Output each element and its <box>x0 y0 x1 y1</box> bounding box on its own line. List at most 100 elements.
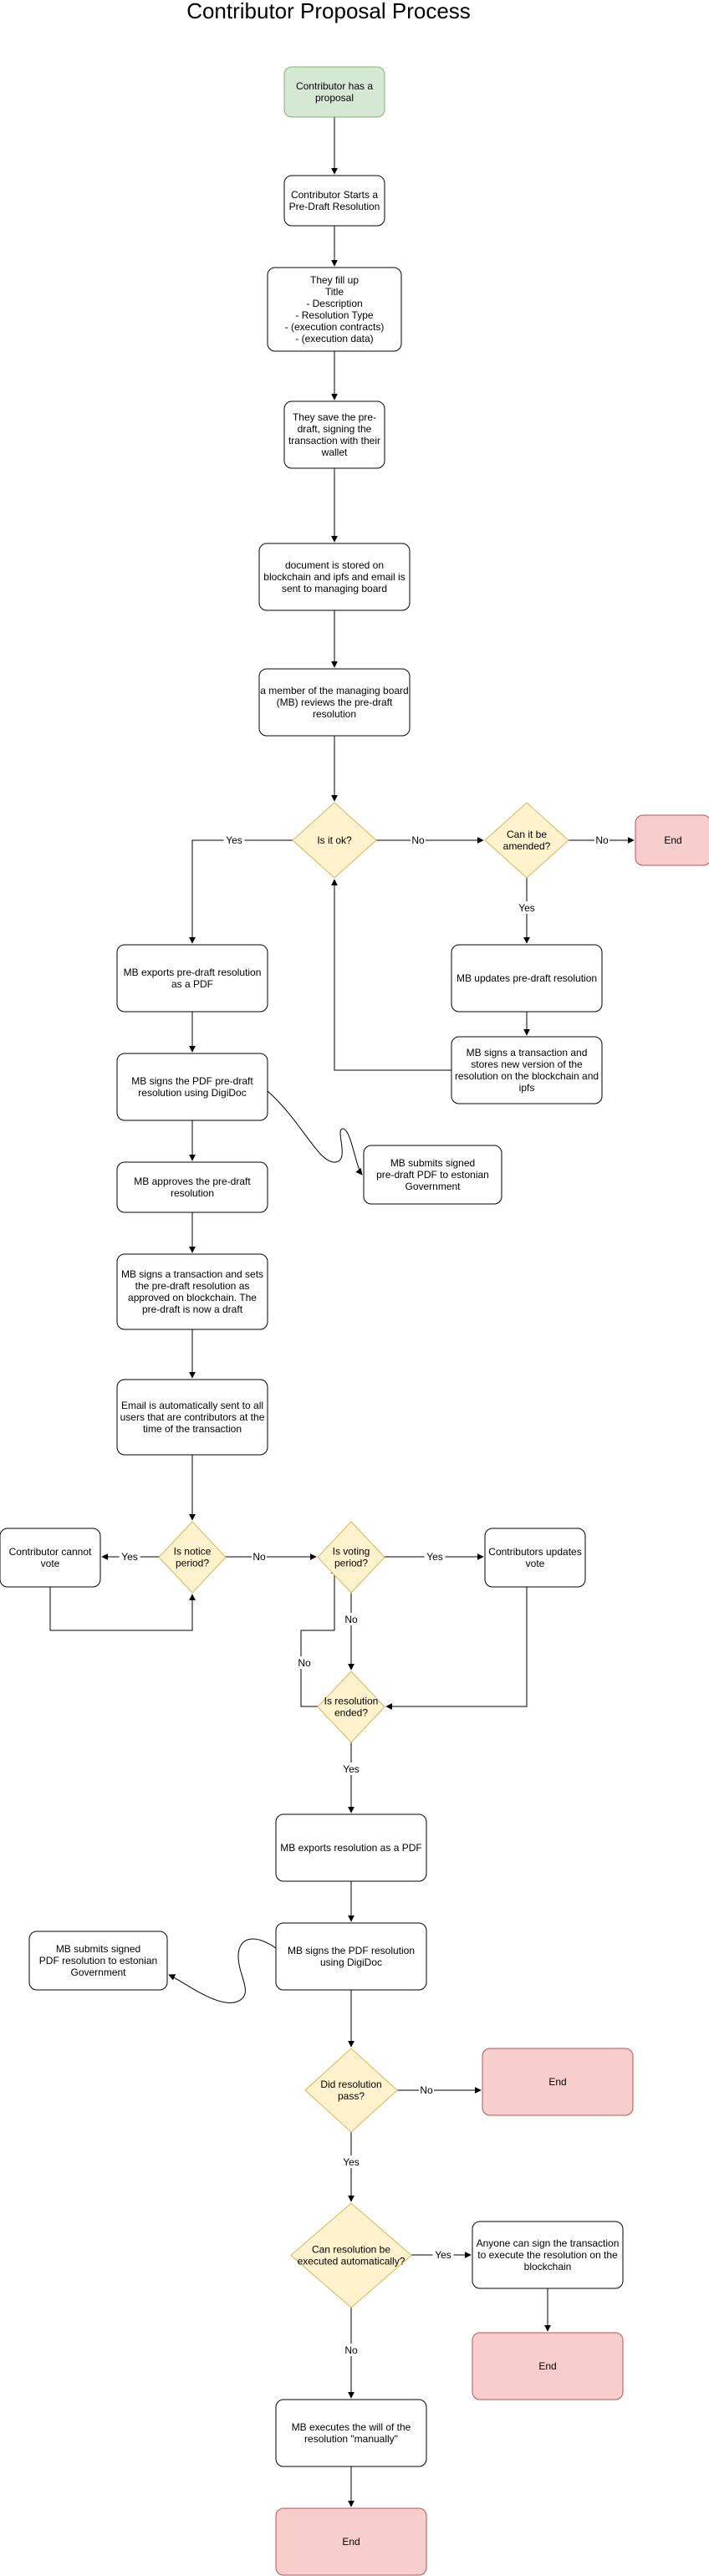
node-text: Is notice <box>174 1546 212 1558</box>
node-text: Contributor cannot <box>9 1546 92 1558</box>
edge-label-bg <box>297 1656 312 1669</box>
node-updates-pre-draft: MB updates pre-draft resolution <box>451 944 603 1013</box>
node-text: End <box>548 2076 566 2088</box>
edge-label-bg <box>432 2248 454 2261</box>
node-box <box>258 543 411 611</box>
node-box <box>258 668 411 737</box>
edge-label-ended-no: No <box>298 1657 311 1669</box>
node-text: resolution <box>313 708 356 720</box>
decision-diamond <box>158 1521 227 1594</box>
edge-label-can-amend-no: No <box>595 834 609 846</box>
edge-cannotvote-to-notice <box>49 1587 196 1631</box>
node-text: resolution using DigiDoc <box>138 1087 246 1099</box>
edge-label-notice-no: No <box>252 1551 266 1563</box>
node-text: Pre-Draft Resolution <box>289 201 380 212</box>
node-end-3: End <box>472 2332 624 2400</box>
node-text: MB updates pre-draft resolution <box>457 972 597 984</box>
node-box <box>472 2332 624 2400</box>
node-text: - (execution contracts) <box>285 321 385 333</box>
node-text: Is voting <box>333 1546 370 1558</box>
node-box <box>275 2399 427 2467</box>
node-text: resolution "manually" <box>304 2433 398 2445</box>
node-text: End <box>664 834 681 846</box>
edge-label-bg <box>252 1550 267 1563</box>
edge-signres-to-submitres <box>168 1938 277 2004</box>
node-text: MB exports resolution as a PDF <box>280 1842 421 1854</box>
node-text: sent to managing board <box>282 583 387 594</box>
node-text: - Description <box>306 298 362 309</box>
edge-label-bg <box>223 834 245 846</box>
node-end-1: End <box>635 814 709 866</box>
node-review: a member of the managing board(MB) revie… <box>258 668 411 737</box>
edge-label-bg <box>119 1550 140 1563</box>
node-text: users that are contributors at the <box>120 1411 265 1423</box>
node-text: MB signs the PDF pre-draft <box>131 1075 253 1087</box>
node-text: blockchain <box>524 2261 572 2272</box>
node-text: the pre-draft resolution as <box>135 1280 250 1292</box>
node-text: Contributors updates <box>488 1546 581 1558</box>
edge-label-voting-yes: Yes <box>426 1551 443 1563</box>
node-box <box>267 267 402 352</box>
node-text: Contributor has a <box>296 80 373 92</box>
node-text: MB exports pre-draft resolution <box>124 967 262 978</box>
node-text: blockchain and ipfs and email is <box>263 571 405 583</box>
node-box <box>283 66 385 118</box>
decision-diamond <box>292 802 377 879</box>
decision-diamond <box>484 802 569 879</box>
node-text: End <box>342 2536 360 2548</box>
node-text: pre-draft PDF to estonian <box>376 1169 489 1181</box>
node-text: resolution on the blockchain and <box>455 1070 599 1082</box>
edge-label-bg <box>340 2155 362 2168</box>
node-box <box>451 1036 603 1104</box>
node-text: period? <box>176 1558 209 1569</box>
edge-label-bg <box>594 834 610 846</box>
node-text: MB submits signed <box>56 1943 140 1955</box>
node-box <box>283 400 385 469</box>
edge-label-bg <box>344 1613 359 1625</box>
node-text: resolution <box>171 1187 214 1199</box>
edge-label-can-amend-yes: Yes <box>518 902 535 914</box>
node-text: Anyone can sign the transaction <box>477 2237 620 2249</box>
node-text: Government <box>70 1966 126 1978</box>
node-text: amended? <box>503 840 551 852</box>
node-box <box>451 944 603 1013</box>
node-box <box>116 1253 268 1330</box>
node-text: PDF resolution to estonian <box>39 1955 157 1966</box>
node-text: Title <box>325 286 344 298</box>
node-text: document is stored on <box>285 559 384 571</box>
node-text: MB signs a transaction and sets <box>121 1268 263 1280</box>
node-box <box>283 175 385 227</box>
node-box <box>116 944 268 1013</box>
edge-label-ended-yes: Yes <box>343 1763 360 1775</box>
edge-label-bg <box>411 834 426 846</box>
node-text: stores new version of the <box>471 1058 583 1070</box>
node-text: pre-draft is now a draft <box>142 1303 243 1315</box>
edge-signpdf-to-submitgov <box>267 1090 363 1176</box>
node-text: - (execution data) <box>295 333 373 344</box>
node-box <box>635 814 709 866</box>
node-end-4: End <box>275 2507 427 2576</box>
node-text: - Resolution Type <box>295 309 373 321</box>
edge-label-voting-no: No <box>344 1614 358 1625</box>
node-text: Email is automatically sent to all <box>121 1400 263 1411</box>
decision-diamond <box>317 1521 385 1594</box>
node-box <box>28 1931 168 1991</box>
node-text: MB submits signed <box>390 1157 475 1169</box>
node-text: ended? <box>334 1707 368 1719</box>
node-text: ipfs <box>519 1082 535 1094</box>
node-text: vote <box>526 1558 545 1569</box>
edge-label-notice-yes: Yes <box>121 1551 138 1563</box>
